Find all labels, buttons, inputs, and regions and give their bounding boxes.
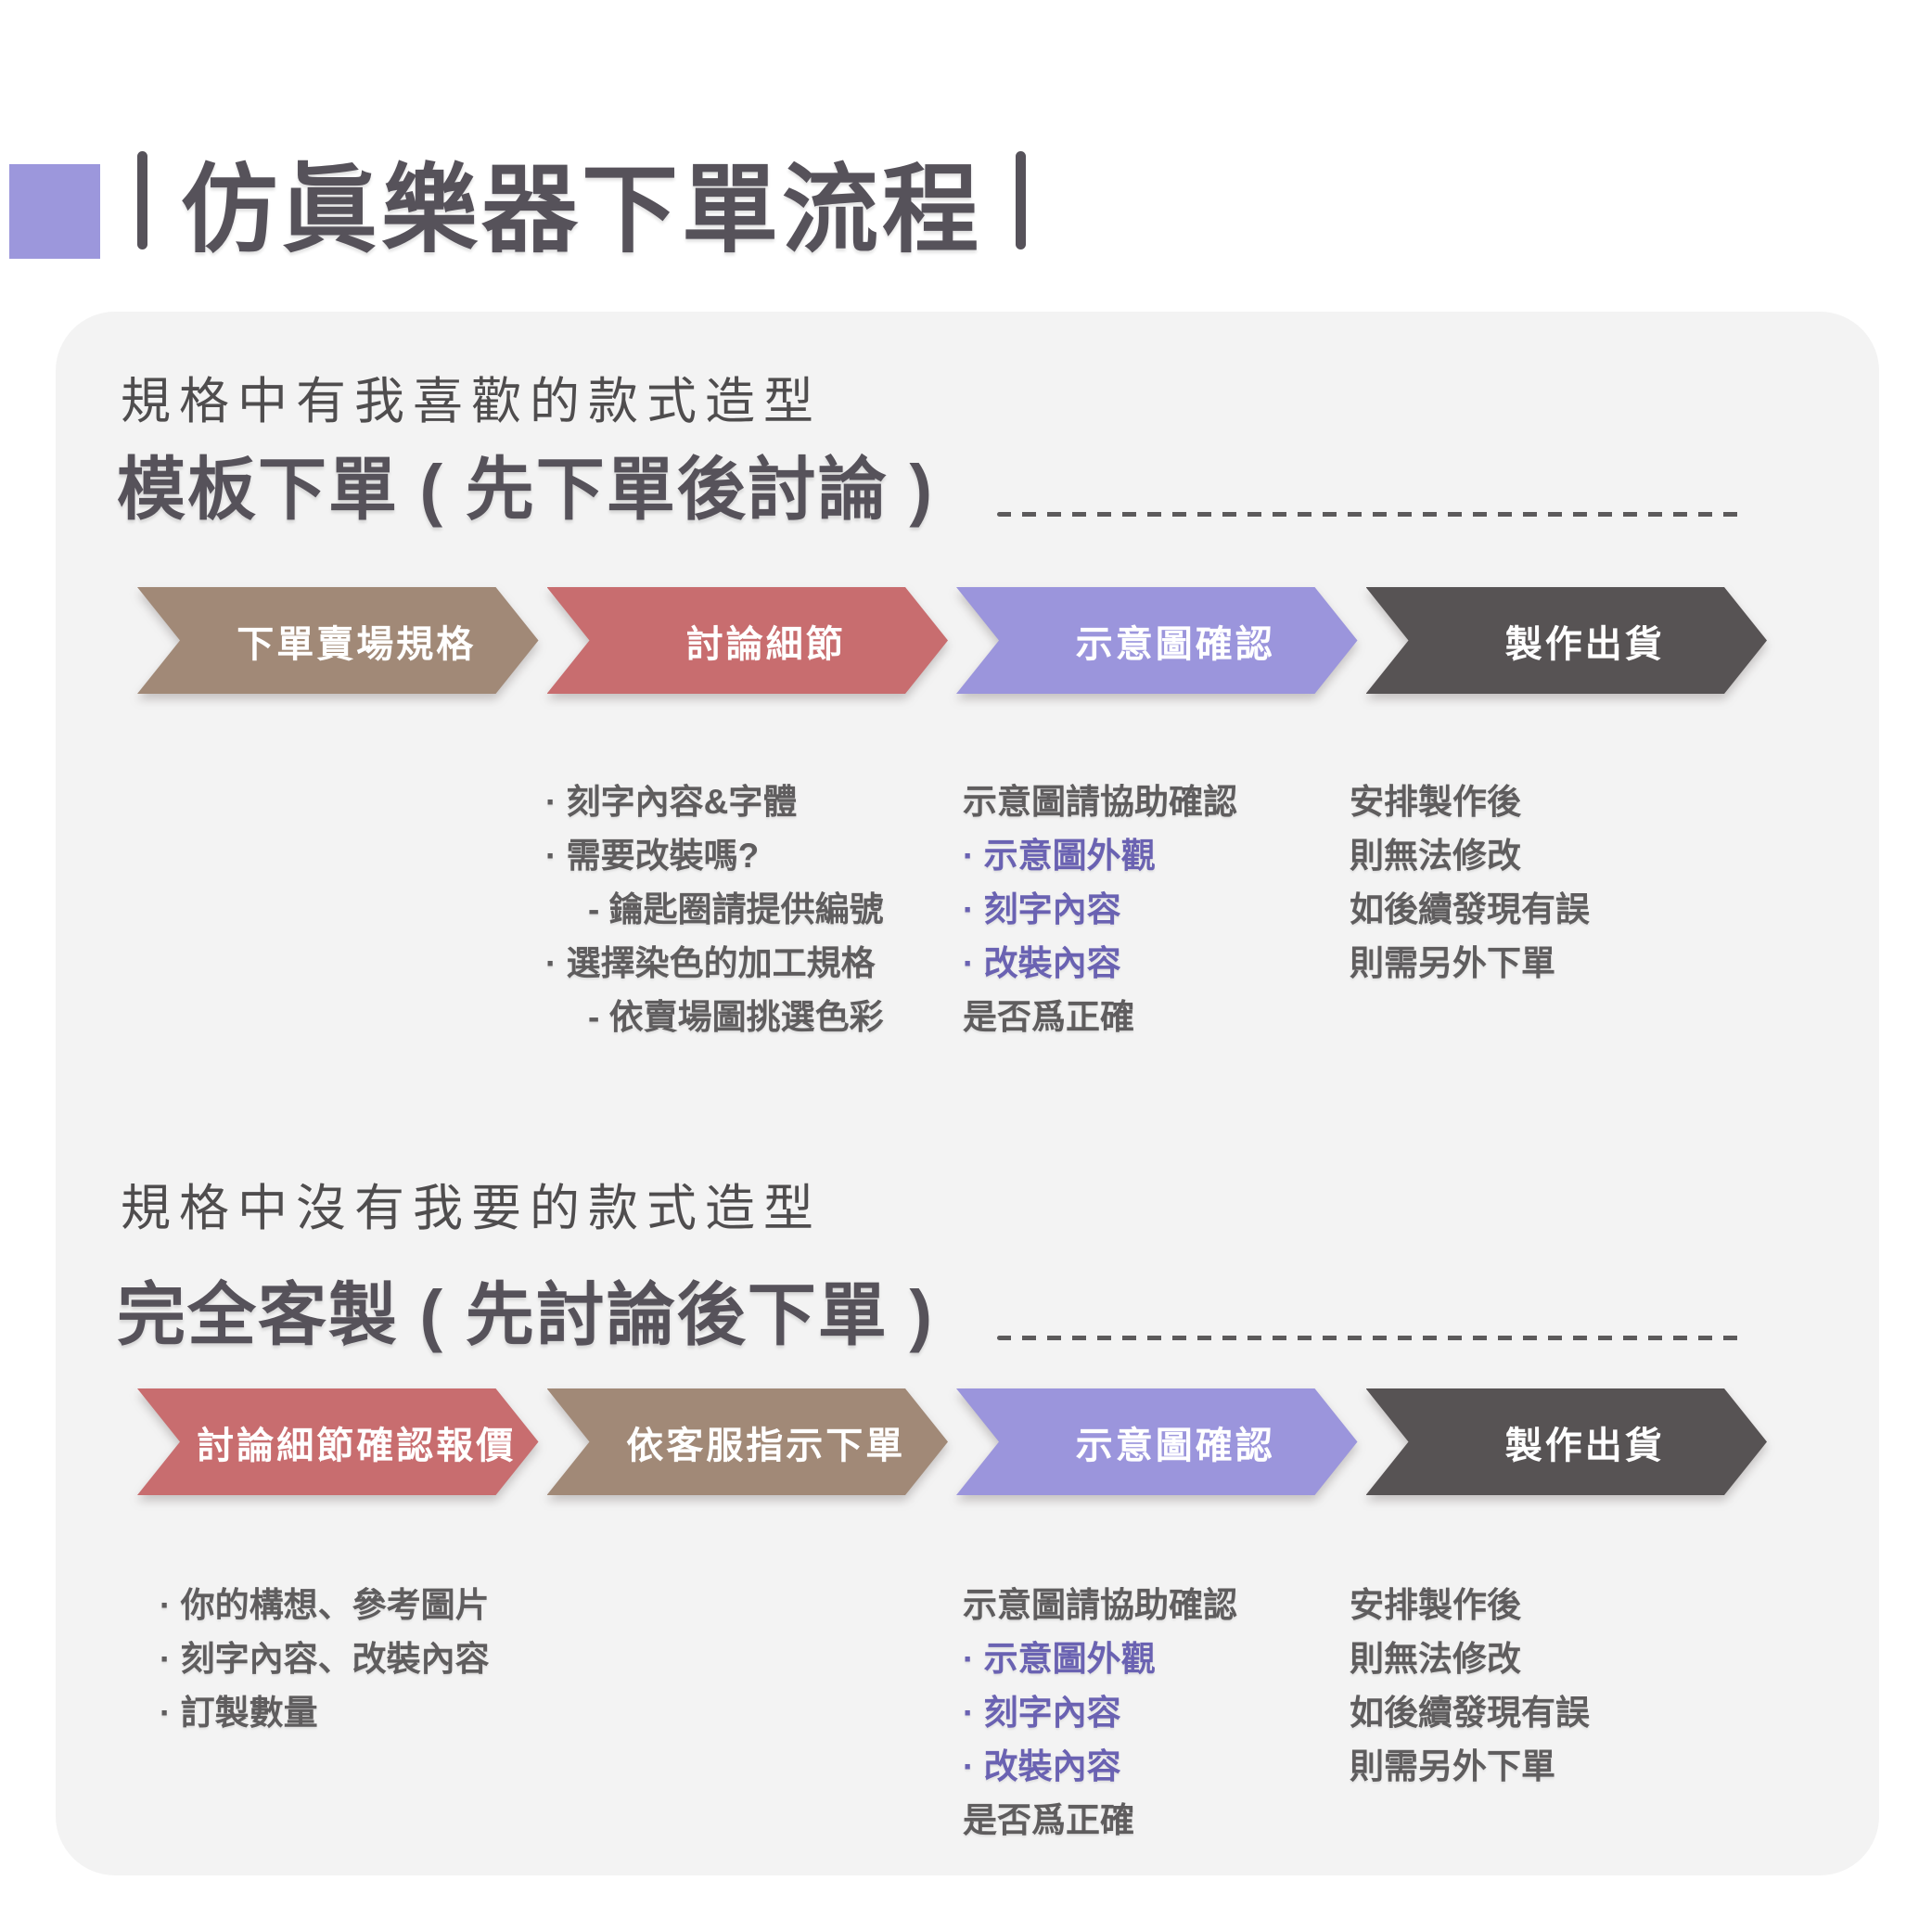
list-item: · 選擇染色的加工規格 — [545, 944, 876, 982]
list-item: 則需另外下單 — [1350, 944, 1555, 982]
step-arrow-discuss-quote: 討論細節確認報價 — [137, 1388, 539, 1495]
list-item: · 訂製數量 — [160, 1694, 318, 1732]
list-item: 則無法修改 — [1350, 837, 1521, 875]
step-arrow-mockup-confirm: 示意圖確認 — [956, 1388, 1358, 1495]
list-item: 如後續發現有誤 — [1350, 890, 1590, 928]
handwritten-note: 規格中沒有我要的款式造型 — [121, 1181, 822, 1236]
list-item: 是否爲正確 — [963, 1801, 1134, 1839]
list-item: 則無法修改 — [1350, 1640, 1521, 1678]
customer-provide-list: · 你的構想、參考圖片 · 刻字內容、改裝內容 · 訂製數量 — [160, 1579, 490, 1740]
page-header: 仿眞樂器下單流程 — [137, 128, 1027, 273]
step-arrow-order-per-cs: 依客服指示下單 — [547, 1388, 949, 1495]
section-title: 完全客製 ( 先討論後下單 ) — [117, 1276, 934, 1353]
list-item: 如後續發現有誤 — [1350, 1694, 1590, 1732]
step-label: 討論細節 — [685, 623, 846, 665]
title-bar-right — [1016, 151, 1027, 249]
step-arrow-production-ship: 製作出貨 — [1366, 587, 1768, 694]
list-item: · 刻字內容 — [963, 1694, 1121, 1732]
step-arrow-order-specs: 下單賣場規格 — [137, 587, 539, 694]
step-label: 示意圖確認 — [1075, 1425, 1275, 1466]
list-item: · 示意圖外觀 — [963, 837, 1156, 875]
step-arrows: 下單賣場規格 討論細節 示意圖確認 製作出貨 — [137, 587, 1767, 694]
flow-card: 規格中有我喜歡的款式造型 模板下單 ( 先下單後討論 ) 下單賣場規格 討論細節… — [56, 312, 1879, 1875]
mockup-confirm-list: 示意圖請協助確認 · 示意圖外觀 · 刻字內容 · 改裝內容 是否爲正確 — [963, 775, 1237, 1044]
list-item: · 改裝內容 — [963, 944, 1121, 982]
step-arrow-production-ship: 製作出貨 — [1366, 1388, 1768, 1495]
list-item: · 改裝內容 — [963, 1747, 1121, 1785]
list-item: 示意圖請協助確認 — [963, 783, 1237, 821]
step-label: 依客服指示下單 — [626, 1425, 906, 1466]
list-item: 則需另外下單 — [1350, 1747, 1555, 1785]
list-item: 安排製作後 — [1350, 1586, 1521, 1624]
step-label: 討論細節確認報價 — [197, 1425, 517, 1466]
step-label: 下單賣場規格 — [237, 623, 477, 665]
title-bar-left — [137, 151, 147, 249]
list-item: · 需要改裝嗎? — [545, 837, 760, 875]
list-item: - 鑰匙圈請提供編號 — [588, 890, 884, 928]
list-item: · 刻字內容、改裝內容 — [160, 1640, 490, 1678]
step-label: 製作出貨 — [1504, 1425, 1665, 1466]
discuss-details-list: · 刻字內容&字體 · 需要改裝嗎? - 鑰匙圈請提供編號 · 選擇染色的加工規… — [545, 775, 884, 1044]
list-item: 安排製作後 — [1350, 783, 1521, 821]
step-label: 示意圖確認 — [1075, 623, 1275, 665]
mockup-confirm-list: 示意圖請協助確認 · 示意圖外觀 · 刻字內容 · 改裝內容 是否爲正確 — [963, 1579, 1237, 1848]
list-item: 示意圖請協助確認 — [963, 1586, 1237, 1624]
list-item: - 依賣場圖挑選色彩 — [588, 998, 884, 1036]
list-item: · 示意圖外觀 — [963, 1640, 1156, 1678]
accent-square — [9, 164, 100, 259]
section-title: 模板下單 ( 先下單後討論 ) — [117, 451, 934, 528]
step-arrow-mockup-confirm: 示意圖確認 — [956, 587, 1358, 694]
list-item: · 刻字內容&字體 — [545, 783, 798, 821]
list-item: · 你的構想、參考圖片 — [160, 1586, 490, 1624]
step-arrow-discuss-details: 討論細節 — [547, 587, 949, 694]
step-arrows: 討論細節確認報價 依客服指示下單 示意圖確認 製作出貨 — [137, 1388, 1767, 1495]
production-notes: 安排製作後 則無法修改 如後續發現有誤 則需另外下單 — [1350, 775, 1590, 991]
production-notes: 安排製作後 則無法修改 如後續發現有誤 則需另外下單 — [1350, 1579, 1590, 1794]
list-item: 是否爲正確 — [963, 998, 1134, 1036]
dashed-divider — [997, 512, 1744, 517]
list-item: · 刻字內容 — [963, 890, 1121, 928]
page-title: 仿眞樂器下單流程 — [181, 156, 983, 264]
dashed-divider — [997, 1336, 1739, 1340]
handwritten-note: 規格中有我喜歡的款式造型 — [121, 374, 822, 429]
step-label: 製作出貨 — [1504, 623, 1665, 665]
